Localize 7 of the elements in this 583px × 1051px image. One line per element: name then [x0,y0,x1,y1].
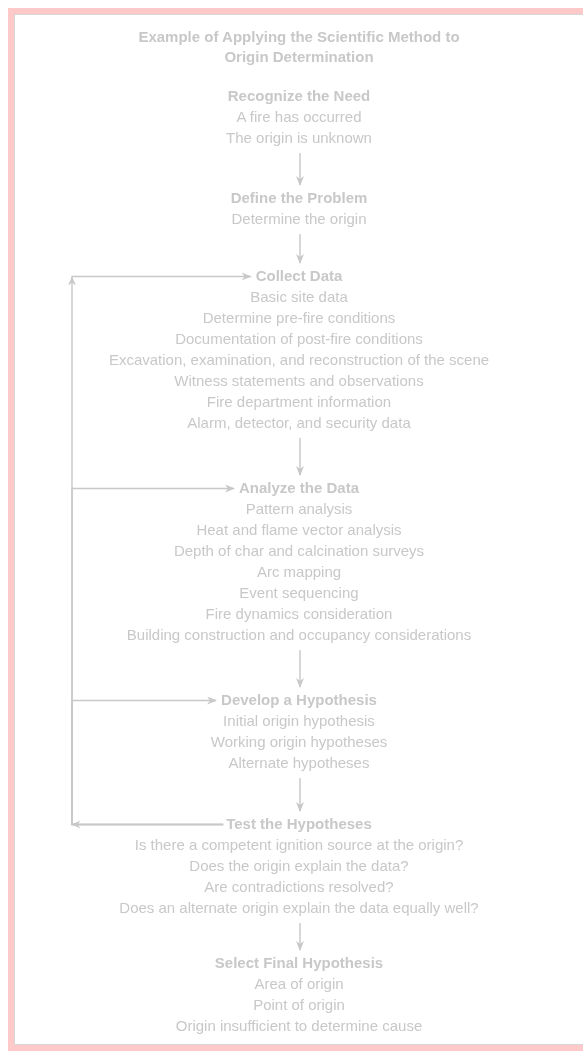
arrow [296,437,304,476]
arrow [296,649,304,688]
arrow [296,233,304,264]
arrow [296,922,304,951]
arrow [71,696,224,826]
arrow [296,152,304,186]
arrow [296,777,304,812]
